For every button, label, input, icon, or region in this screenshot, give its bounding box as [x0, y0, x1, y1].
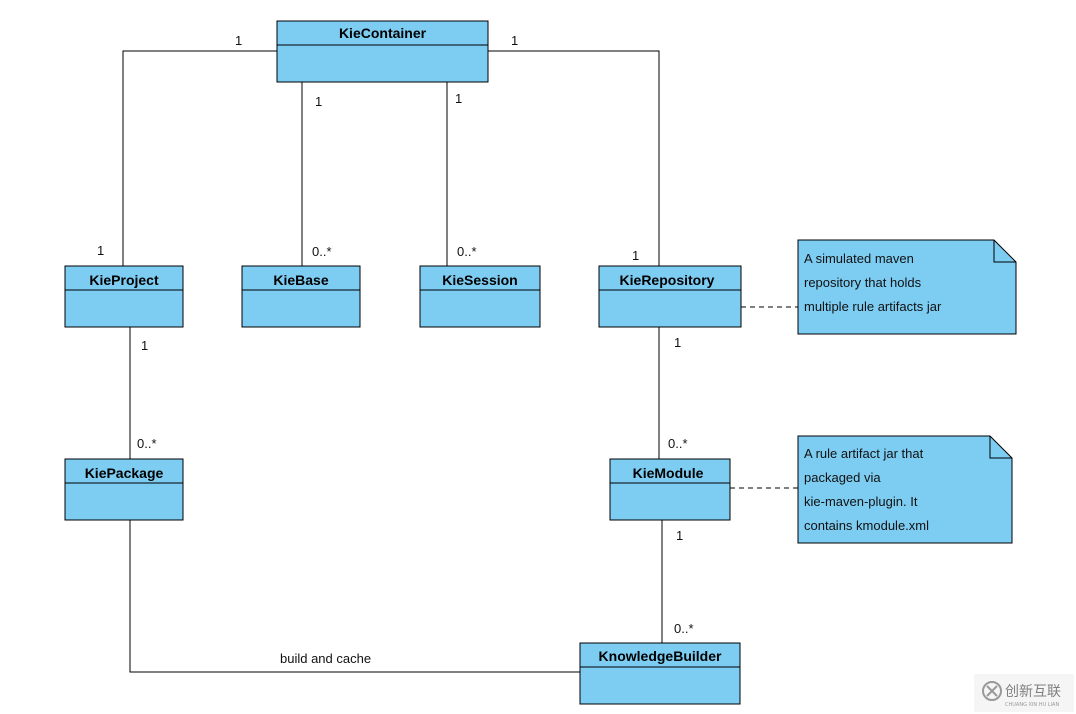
- multiplicity-labels: 1 1 1 1 1 0..* 0..* 1 1 0..* 1 0..* 1 0.…: [97, 33, 694, 636]
- class-kie-package: KiePackage: [64, 458, 184, 521]
- mult-project-end: 1: [97, 243, 104, 258]
- note-anchors: [730, 306, 798, 489]
- watermark-logo-icon: [982, 681, 1002, 701]
- class-kie-module: KieModule: [609, 458, 731, 521]
- note-line: A rule artifact jar that: [804, 446, 924, 461]
- class-box: [276, 20, 489, 83]
- mult-module-end: 0..*: [668, 436, 688, 451]
- note-line: contains kmodule.xml: [804, 518, 929, 533]
- note-shape: [797, 435, 1013, 544]
- mult-project-bottom: 1: [141, 338, 148, 353]
- watermark: 创新互联 CHUANG XIN HU LIAN: [974, 674, 1074, 712]
- mult-module-bottom: 1: [676, 528, 683, 543]
- mult-builder-end: 0..*: [674, 621, 694, 636]
- class-box: [64, 265, 184, 328]
- mult-container-session: 1: [455, 91, 462, 106]
- mult-repository-bottom: 1: [674, 335, 681, 350]
- class-name: KieContainer: [339, 25, 427, 41]
- note-line: packaged via: [804, 470, 881, 485]
- assoc-package-builder: [129, 520, 580, 673]
- note-line: repository that holds: [804, 275, 922, 290]
- class-name: KiePackage: [85, 465, 164, 481]
- note-shape: [797, 239, 1017, 335]
- note-module: A rule artifact jar that packaged via ki…: [797, 435, 1013, 544]
- note-repository: A simulated maven repository that holds …: [797, 239, 1017, 335]
- assoc-container-project: [122, 50, 277, 266]
- class-kie-repository: KieRepository: [598, 265, 742, 328]
- mult-container-base: 1: [315, 94, 322, 109]
- class-box: [609, 458, 731, 521]
- note-fold: [993, 240, 1016, 263]
- note-fold: [989, 436, 1012, 459]
- mult-repository-end: 1: [632, 248, 639, 263]
- class-box: [64, 458, 184, 521]
- class-kie-project: KieProject: [64, 265, 184, 328]
- class-kie-session: KieSession: [419, 265, 541, 328]
- mult-session-end: 0..*: [457, 244, 477, 259]
- class-kie-container: KieContainer: [276, 20, 489, 83]
- watermark-logo-mark: [986, 685, 998, 697]
- class-name: KieProject: [89, 272, 159, 288]
- note-line: multiple rule artifacts jar: [804, 299, 942, 314]
- watermark-subtext: CHUANG XIN HU LIAN: [1005, 702, 1059, 708]
- class-name: KieSession: [442, 272, 517, 288]
- association-lines: [122, 50, 663, 673]
- mult-package-end: 0..*: [137, 436, 157, 451]
- class-name: KieRepository: [620, 272, 715, 288]
- class-box: [579, 642, 741, 705]
- class-name: KieModule: [633, 465, 704, 481]
- class-name: KieBase: [273, 272, 328, 288]
- note-line: kie-maven-plugin. It: [804, 494, 918, 509]
- class-knowledge-builder: KnowledgeBuilder: [579, 642, 741, 705]
- mult-container-repository: 1: [511, 33, 518, 48]
- mult-container-project: 1: [235, 33, 242, 48]
- note-line: A simulated maven: [804, 251, 914, 266]
- class-box: [598, 265, 742, 328]
- class-box: [419, 265, 541, 328]
- class-name: KnowledgeBuilder: [599, 648, 722, 664]
- mult-base-end: 0..*: [312, 244, 332, 259]
- watermark-text: 创新互联: [1005, 684, 1061, 700]
- association-label: build and cache: [280, 651, 371, 666]
- class-kie-base: KieBase: [241, 265, 361, 328]
- assoc-container-repository: [488, 50, 660, 266]
- class-box: [241, 265, 361, 328]
